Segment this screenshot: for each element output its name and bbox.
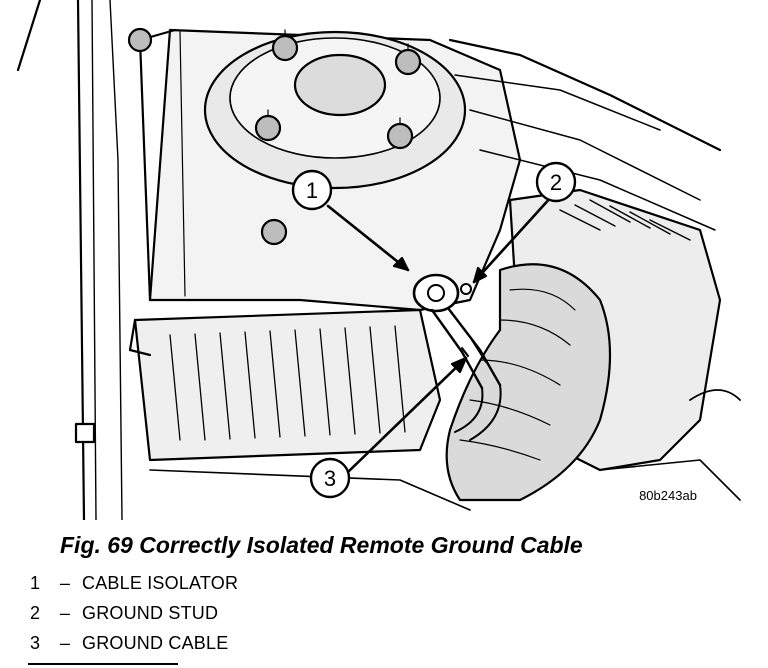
callout-3: 3 [309, 457, 351, 499]
engine-bay-illustration: 1 2 3 80b243ab [16, 0, 741, 520]
figure-caption-title: Fig. 69 Correctly Isolated Remote Ground… [60, 532, 583, 558]
legend-separator: – [59, 603, 71, 623]
callout-3-number: 3 [324, 466, 336, 491]
ground-cable [430, 306, 502, 390]
battery-tray [133, 308, 442, 462]
callout-3-leader [346, 356, 468, 474]
fender-clip [74, 422, 96, 444]
legend-item: 3–GROUND CABLE [30, 633, 228, 654]
legend-label: GROUND CABLE [82, 633, 229, 653]
legend-number: 3 [30, 633, 41, 653]
strut-center-hole [293, 53, 387, 117]
legend-label: GROUND STUD [82, 603, 219, 623]
legend-item: 2–GROUND STUD [30, 603, 218, 624]
callout-1-number: 1 [306, 178, 318, 203]
fender-edge-line [16, 0, 42, 72]
callout-1-leader [326, 204, 410, 272]
callout-2-leader [472, 194, 554, 284]
air-duct-hose [445, 263, 612, 502]
ground-stud [460, 283, 472, 295]
legend-number: 2 [30, 603, 41, 623]
legend-label: CABLE ISOLATOR [82, 573, 239, 593]
callout-1: 1 [291, 169, 333, 211]
footer-rule [28, 663, 178, 665]
figure-reference-code: 80b243ab [639, 488, 697, 503]
legend-separator: – [59, 573, 71, 593]
callout-2: 2 [535, 161, 577, 203]
callout-2-number: 2 [550, 170, 562, 195]
legend-item: 1–CABLE ISOLATOR [30, 573, 238, 594]
legend-separator: – [59, 633, 71, 653]
mount-nuts [127, 27, 422, 246]
legend-number: 1 [30, 573, 41, 593]
ground-cable-assembly [412, 273, 502, 441]
